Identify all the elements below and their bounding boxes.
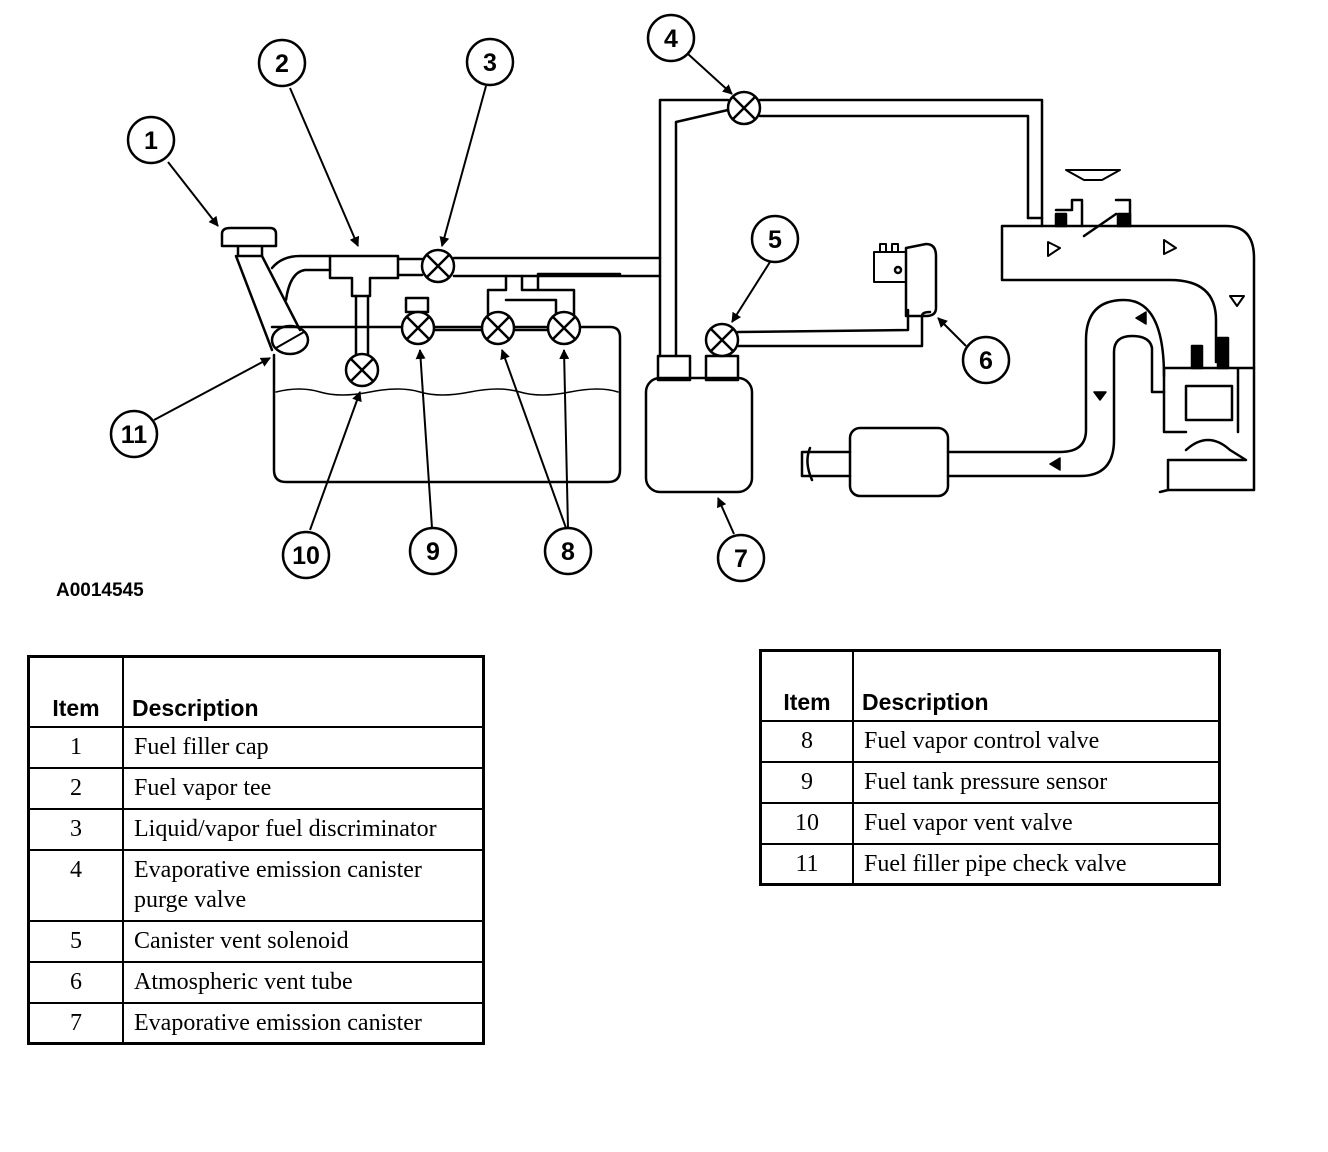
callout-label-1: 1 (144, 127, 158, 155)
callout-11 (109, 409, 159, 459)
leader-line-2 (289, 87, 360, 247)
leader-line-6 (937, 317, 967, 347)
legend-item-number: 11 (759, 842, 854, 886)
callout-label-4: 4 (664, 25, 678, 53)
leader-line-8b (559, 349, 570, 529)
callout-4 (646, 13, 696, 63)
legend-item-number: 3 (27, 807, 124, 851)
legend-item-number: 8 (759, 719, 854, 763)
legend-item-description: Fuel tank pressure sensor (852, 760, 1221, 804)
fuel-vapor-tee (328, 254, 400, 298)
callout-label-3: 3 (483, 49, 497, 77)
filler-pipe-check-valve (270, 324, 310, 356)
legend-item-number: 4 (27, 848, 124, 922)
filler-cap (220, 226, 278, 258)
callout-label-10: 10 (292, 542, 320, 570)
legend-item-description: Canister vent solenoid (122, 919, 485, 963)
callout-7 (716, 533, 766, 583)
legend-item-description: Fuel vapor vent valve (852, 801, 1221, 845)
leader-line-1 (167, 161, 219, 227)
leader-line-9 (415, 349, 433, 529)
vapor-vent-valve-icon (344, 352, 380, 388)
callout-8 (543, 526, 593, 576)
legend-item-number: 6 (27, 960, 124, 1004)
filler-pipe (234, 254, 302, 352)
intake-manifold (1000, 224, 1256, 370)
fuel-level-line (275, 388, 619, 396)
leader-line-11 (153, 357, 271, 421)
callout-label-6: 6 (979, 347, 993, 375)
legend-item-description: Evaporative emission canister purge valv… (122, 848, 485, 922)
vapor-control-valve-b-icon (546, 310, 582, 346)
callout-5 (750, 214, 800, 264)
callout-label-2: 2 (275, 50, 289, 78)
legend-header-item: Item (27, 655, 124, 728)
evap-canister-body (644, 376, 754, 494)
callout-9 (408, 526, 458, 576)
callout-label-11: 11 (121, 421, 148, 449)
evap-system-diagram: 1 2 3 4 5 6 7 8 9 10 11 (109, 13, 1256, 583)
callout-label-7: 7 (734, 545, 748, 573)
engine-block (1162, 366, 1256, 492)
atmospheric-vent-tube (904, 242, 938, 318)
callout-label-8: 8 (561, 538, 575, 566)
pressure-sensor-valve-icon (400, 310, 436, 346)
leader-line-10 (309, 391, 362, 531)
legend-item-description: Evaporative emission canister (122, 1001, 485, 1045)
callout-3 (465, 37, 515, 87)
leader-line-4 (687, 53, 733, 95)
legend-item-description: Fuel vapor control valve (852, 719, 1221, 763)
legend-item-description: Fuel filler pipe check valve (852, 842, 1221, 886)
callout-label-5: 5 (768, 226, 782, 254)
leader-line-3 (439, 85, 487, 247)
legend-item-description: Fuel vapor tee (122, 766, 485, 810)
callout-2 (257, 38, 307, 88)
discriminator-valve-icon (420, 248, 456, 284)
exhaust-system (946, 298, 1166, 478)
vapor-control-valve-a-icon (480, 310, 516, 346)
legend-item-number: 10 (759, 801, 854, 845)
pressure-sensor-body (404, 296, 430, 314)
legend-item-number: 2 (27, 766, 124, 810)
callout-label-9: 9 (426, 538, 440, 566)
evap-canister (656, 354, 740, 382)
legend-item-number: 9 (759, 760, 854, 804)
fuel-tank (270, 325, 622, 484)
leader-line-8a (500, 349, 567, 529)
callout-1 (126, 115, 176, 165)
legend-item-number: 5 (27, 919, 124, 963)
figure-id: A0014545 (56, 580, 144, 601)
legend-header-item: Item (759, 649, 854, 722)
vent-solenoid-valve-icon (704, 322, 740, 358)
callout-10 (281, 530, 331, 580)
legend-item-description: Fuel filler cap (122, 725, 485, 769)
purge-valve-icon (726, 90, 762, 126)
legend-item-description: Liquid/vapor fuel discriminator (122, 807, 485, 851)
callout-6 (961, 335, 1011, 385)
legend-item-description: Atmospheric vent tube (122, 960, 485, 1004)
legend-item-number: 7 (27, 1001, 124, 1045)
legend-item-number: 1 (27, 725, 124, 769)
legend-header-description: Description (122, 655, 485, 728)
leader-line-7 (717, 497, 735, 535)
legend-header-description: Description (852, 649, 1221, 722)
muffler (848, 426, 950, 498)
leader-line-5 (731, 261, 771, 323)
